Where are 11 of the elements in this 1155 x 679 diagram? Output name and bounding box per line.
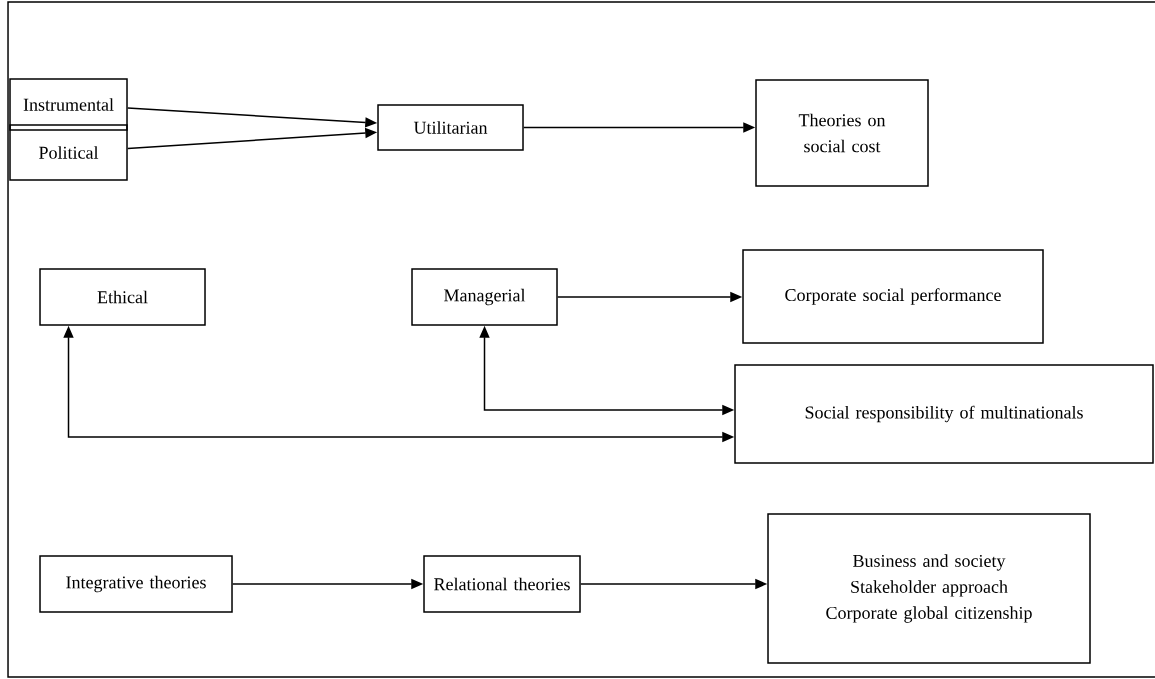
text-box: Corporate social performance xyxy=(742,249,1044,344)
text-box: Social responsibility of multinationals xyxy=(734,364,1154,464)
text-box: Business and society Stakeholder approach Corporate global citizenship xyxy=(767,513,1091,664)
text-box: Integrative theories xyxy=(39,555,233,613)
text-box: Utilitarian xyxy=(377,104,524,151)
text-box: Instrumental xyxy=(9,78,128,131)
text-box: Political xyxy=(9,124,128,181)
text-box: Ethical xyxy=(39,268,206,326)
text-box: Theories on social cost xyxy=(755,79,929,187)
text-box: Managerial xyxy=(411,268,558,326)
text-box: Relational theories xyxy=(423,555,581,613)
